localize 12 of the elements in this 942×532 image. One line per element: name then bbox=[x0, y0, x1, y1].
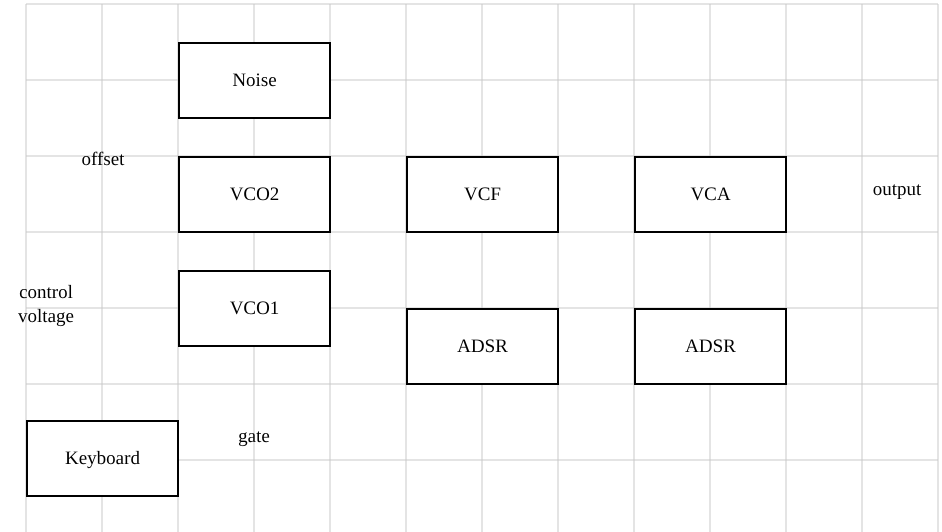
signal-label: output bbox=[872, 178, 922, 202]
module-box: Noise bbox=[178, 42, 331, 119]
module-box: VCO2 bbox=[178, 156, 331, 233]
module-box: ADSR bbox=[406, 308, 559, 385]
signal-label: offset bbox=[82, 148, 124, 172]
signal-label: gate bbox=[238, 425, 270, 449]
module-box: VCF bbox=[406, 156, 559, 233]
module-box: ADSR bbox=[634, 308, 787, 385]
module-box: VCA bbox=[634, 156, 787, 233]
module-box: Keyboard bbox=[26, 420, 179, 497]
module-box: VCO1 bbox=[178, 270, 331, 347]
signal-label: control voltage bbox=[17, 281, 75, 329]
